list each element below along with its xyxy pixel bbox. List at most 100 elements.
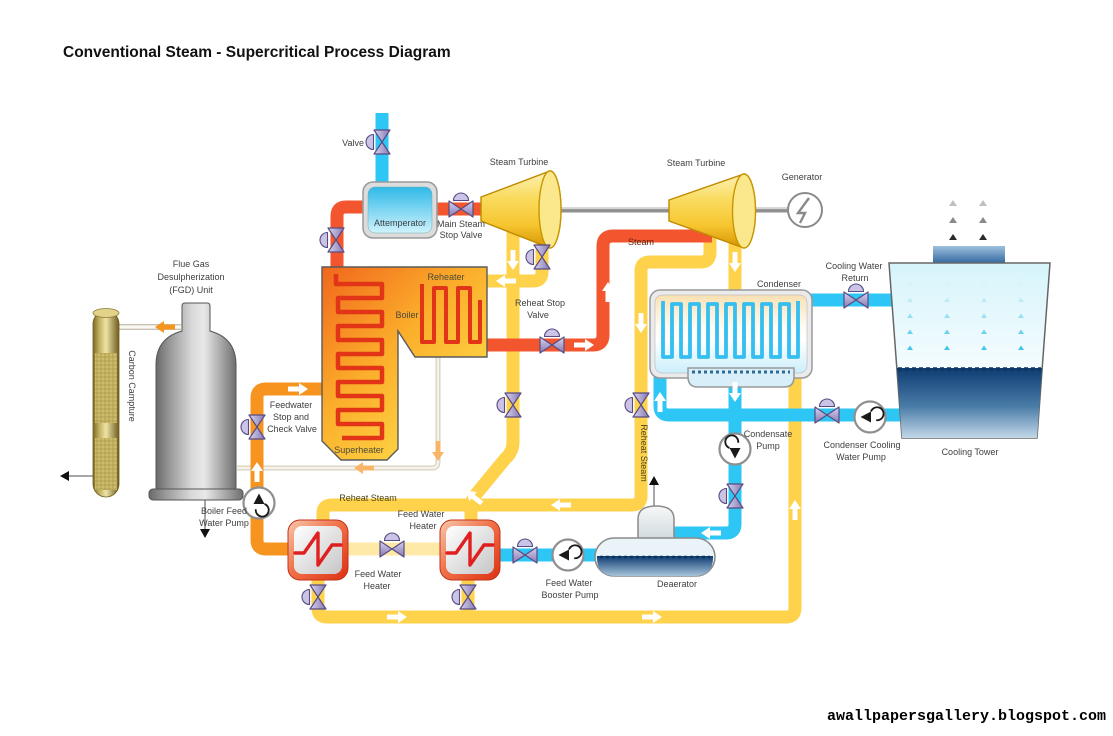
steam-plume-icon [949, 200, 987, 240]
svg-text:Water Pump: Water Pump [836, 452, 886, 462]
flow-arrow [354, 462, 374, 474]
gas-arrows [60, 321, 659, 538]
fgd-label: Flue Gas [173, 259, 210, 269]
flow-arrows [251, 250, 801, 623]
fgd-base [148, 488, 244, 501]
svg-text:Stop Valve: Stop Valve [440, 230, 483, 240]
flow-arrow [432, 441, 444, 461]
carbon-bed-lower [95, 438, 117, 490]
flow-arrow [701, 527, 721, 539]
attemperator-label: Attemperator [374, 218, 426, 228]
steam-stream-label: Steam [628, 237, 654, 247]
flow-arrow [654, 392, 666, 412]
flow-arrow [288, 383, 308, 395]
svg-text:Heater: Heater [409, 521, 436, 531]
deaerator-label: Deaerator [657, 579, 697, 589]
svg-text:Heater: Heater [363, 581, 390, 591]
svg-text:Stop and: Stop and [273, 412, 309, 422]
feed-water-heater2-label: Feed Water [398, 509, 445, 519]
reheat-stop-valve-label: Reheat Stop [515, 298, 565, 308]
reheater-coil [420, 284, 482, 344]
turbine1-to-reheater-pipe [485, 238, 549, 288]
generator-label: Generator [782, 172, 823, 182]
feed-water-heater-2 [439, 519, 501, 581]
flow-arrow [387, 611, 407, 623]
fgd-vessel [155, 302, 237, 493]
svg-text:Pump: Pump [756, 441, 780, 451]
flow-arrow [649, 476, 659, 485]
flow-arrow [551, 499, 571, 511]
generator [787, 192, 823, 228]
superheater-label: Superheater [334, 445, 384, 455]
reheat-steam-vertical-label: Reheat Steam [639, 424, 649, 482]
boiler-feed-water-pump-icon [242, 486, 276, 520]
watermark: awallpapersgallery.blogspot.com [827, 708, 1106, 725]
flow-arrow [507, 250, 519, 270]
condenser [649, 289, 813, 388]
reheat-steam-label: Reheat Steam [339, 493, 397, 503]
reheater-label: Reheater [427, 272, 464, 282]
flow-arrow [200, 529, 210, 538]
feed-water-heater-1 [287, 519, 349, 581]
flow-arrow [60, 471, 69, 481]
heat-exchanger-icon [293, 531, 343, 567]
boiler-feed-water-pump-label: Boiler Feed [201, 506, 247, 516]
feedwater-stop-check-valve-label: Feedwater [270, 400, 313, 410]
svg-text:Water Pump: Water Pump [199, 518, 249, 528]
condenser-coil [661, 301, 800, 359]
carbon-capture-column [92, 308, 120, 498]
spray-droplets-icon [907, 281, 1024, 350]
flow-arrow [729, 382, 741, 402]
heat-exchanger-icon [445, 531, 495, 567]
flow-arrow [155, 321, 175, 333]
cooling-water-return-label: Cooling Water [826, 261, 883, 271]
flow-arrow [642, 611, 662, 623]
labels: Valve Main Steam Stop Valve Steam Turbin… [127, 138, 998, 600]
svg-text:Check Valve: Check Valve [267, 424, 317, 434]
hotwell-trough [687, 367, 795, 388]
boiler-label: Boiler [395, 310, 418, 320]
flow-arrow [574, 339, 594, 351]
fgd-unit [148, 302, 244, 501]
flow-arrow [496, 275, 516, 287]
svg-text:Return: Return [841, 273, 868, 283]
deaerator-dome [637, 505, 675, 542]
main-steam-stop-valve-label: Main Steam [437, 219, 485, 229]
carbon-bed-upper [95, 353, 117, 423]
page-title: Conventional Steam - Supercritical Proce… [63, 44, 451, 61]
flow-arrow [251, 462, 263, 482]
flow-arrow [602, 282, 614, 302]
flow-arrow [789, 500, 801, 520]
tower-basin [897, 368, 1042, 438]
boiler: Reheater Boiler Superheater [321, 266, 488, 461]
tower-cap [933, 246, 1005, 264]
carbon-capture-label: Carbon Campture [127, 350, 137, 422]
feed-water-heater1-label: Feed Water [355, 569, 402, 579]
steam-turbine-1 [480, 170, 562, 249]
deaerator [594, 505, 716, 577]
cooling-tower-label: Cooling Tower [942, 447, 999, 457]
lightning-icon [795, 197, 810, 224]
flow-arrow [466, 491, 484, 506]
svg-text:Booster Pump: Booster Pump [541, 590, 598, 600]
reheat-steam-extraction-pipe [316, 234, 717, 524]
condensate-pump-label: Condensate [744, 429, 793, 439]
feed-water-booster-pump-icon [551, 538, 585, 572]
svg-text:Valve: Valve [527, 310, 549, 320]
steam-turbine1-label: Steam Turbine [490, 157, 549, 167]
svg-text:Desulpherization: Desulpherization [157, 272, 224, 282]
feed-water-booster-pump-label: Feed Water [546, 578, 593, 588]
steam-turbine-2 [668, 173, 757, 249]
condenser-cooling-water-pump-label: Condenser Cooling [823, 440, 900, 450]
condenser-cooling-water-pump-icon [853, 400, 887, 434]
attemperator: Attemperator [362, 181, 438, 239]
flow-arrow [729, 252, 741, 272]
heater-drain-pipe [311, 373, 802, 624]
svg-text:(FGD) Unit: (FGD) Unit [169, 285, 213, 295]
flow-arrow [635, 313, 647, 333]
superheater-outlet-pipe [330, 200, 366, 272]
condensate-pipe [672, 375, 742, 540]
cooling-tower [888, 200, 1051, 439]
